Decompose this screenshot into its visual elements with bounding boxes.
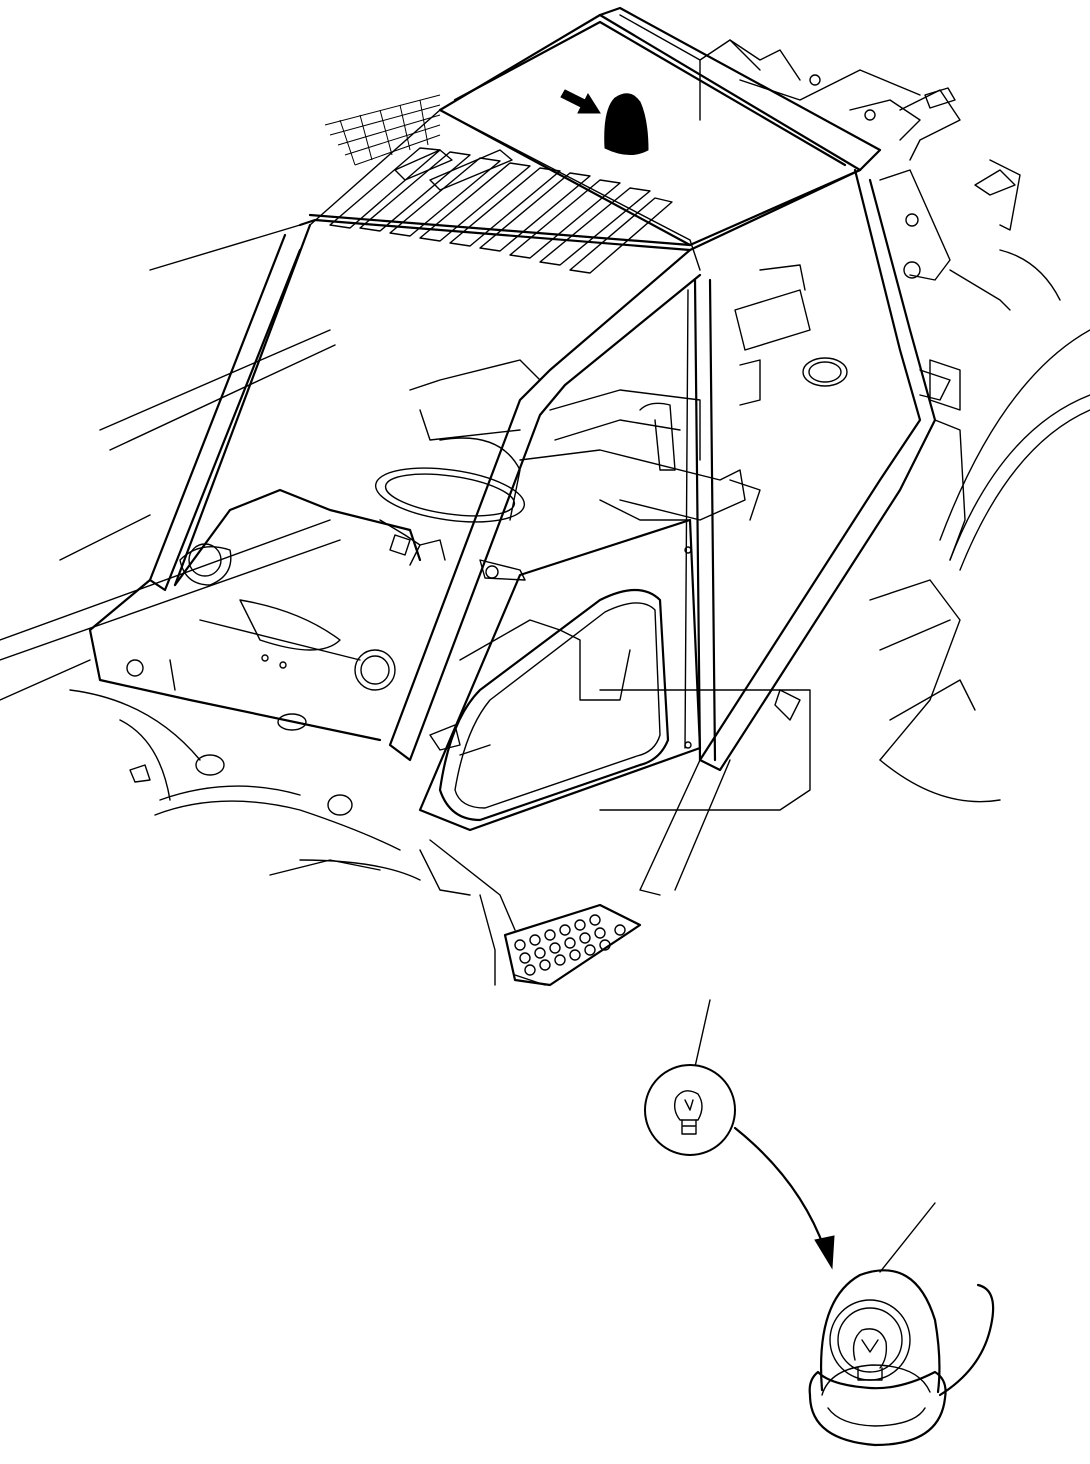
steering-and-seat <box>374 359 761 581</box>
step-tread-pattern <box>514 914 626 976</box>
rotating-beacon-icon <box>808 1269 995 1447</box>
cab-door <box>418 518 702 832</box>
rotating-beacon-detail <box>808 1202 995 1447</box>
bulb-detail-callout <box>644 999 835 1270</box>
rear-body-and-wheel <box>869 159 1090 803</box>
lower-body-and-step <box>269 689 811 987</box>
engine-grille-mesh <box>324 94 441 166</box>
beacon-silhouette-icon <box>604 93 649 155</box>
machine-cab-drawing <box>0 6 1090 987</box>
roof-guard-slots <box>329 147 673 274</box>
beacon-location-marker <box>560 89 649 155</box>
bulb-icon <box>673 1090 703 1135</box>
location-arrow-icon <box>560 89 601 114</box>
rear-engine-area <box>619 14 961 411</box>
front-dash <box>88 488 422 851</box>
cab-roof <box>298 6 882 274</box>
